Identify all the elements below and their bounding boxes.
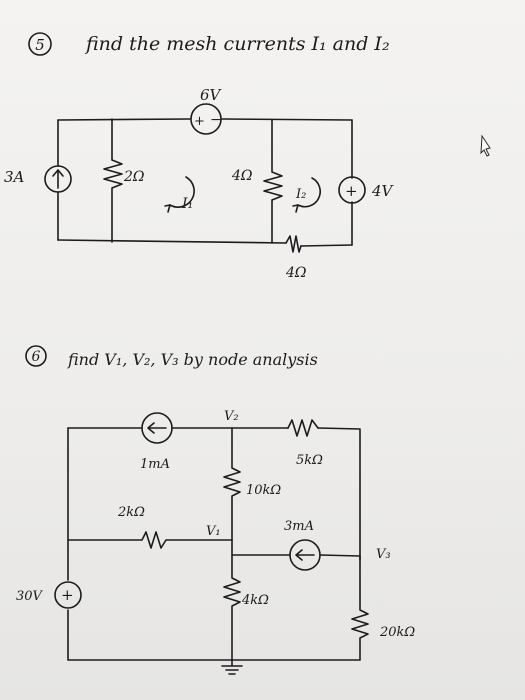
current-source-1ma	[141, 412, 173, 444]
resistor-5k	[287, 419, 319, 437]
resistor-4ohm-bottom	[285, 235, 302, 253]
label-5k: 5kΩ	[296, 453, 323, 468]
problem-5-number-circle	[28, 32, 52, 56]
arrowhead-1	[164, 204, 171, 213]
cursor-icon	[480, 134, 491, 157]
mesh-current-1-arrow	[169, 176, 195, 208]
wire-bottom-left	[57, 239, 287, 244]
label-v1: V₁	[206, 524, 221, 539]
problem-5-instruction: find the mesh currents I₁ and I₂	[84, 33, 390, 55]
plus-sign-4v: +	[345, 182, 358, 200]
left-arrow-icon	[147, 422, 167, 434]
node-circuit: 1mA 5kΩ V₂ 10kΩ + 30V 2kΩ V₁ 3mA V₃ 4kΩ	[16, 409, 415, 675]
label-v2: V₂	[224, 409, 239, 424]
label-1ma: 1mA	[140, 457, 170, 472]
label-30v: 30V	[16, 589, 44, 604]
voltage-source-4v	[338, 176, 366, 204]
problem-6-number-circle	[25, 345, 47, 367]
label-mesh-2: I₂	[295, 187, 306, 202]
label-6v: 6V	[200, 86, 223, 104]
problem-6-number: 6	[32, 349, 41, 365]
label-v3: V₃	[376, 547, 391, 562]
problem-5: 5 find the mesh currents I₁ and I₂	[28, 32, 390, 56]
problem-6: 6 find V₁, V₂, V₃ by node analysis	[25, 345, 318, 369]
resistor-2ohm	[103, 118, 123, 243]
label-3ma: 3mA	[284, 519, 314, 534]
minus-sign: −	[210, 112, 222, 128]
wire-mid	[231, 539, 291, 556]
wire-top-c	[317, 427, 361, 561]
ground-icon	[221, 659, 243, 675]
resistor-10k	[223, 427, 241, 541]
up-arrow-icon	[52, 169, 64, 189]
current-source-3a	[44, 165, 72, 193]
label-2ohm: 2Ω	[123, 169, 145, 185]
wire-top-right	[221, 118, 353, 121]
wire-bottom-right	[300, 244, 353, 247]
label-4k: 4kΩ	[241, 593, 269, 608]
mesh-current-2-arrow	[297, 177, 321, 208]
label-4v: 4V	[371, 182, 395, 200]
problem-5-number: 5	[35, 36, 45, 54]
resistor-4ohm-middle	[263, 119, 283, 244]
resistor-4k	[223, 554, 241, 661]
current-source-3ma	[289, 539, 321, 571]
resistor-20k	[231, 555, 369, 661]
wire-mid-right	[319, 554, 361, 557]
wire-top-left	[57, 118, 191, 121]
left-arrow-icon-3ma	[295, 549, 315, 561]
mesh-circuit: + − 6V 3A + 4V 2Ω 4Ω 4Ω I₁ I₂	[4, 86, 395, 281]
label-20k: 20kΩ	[379, 625, 415, 640]
label-10k: 10kΩ	[246, 483, 281, 498]
label-4ohm-mid: 4Ω	[231, 168, 253, 184]
plus-sign-30v: +	[61, 586, 74, 604]
voltage-source-30v	[54, 581, 82, 609]
resistor-2k	[67, 531, 233, 549]
label-4ohm-bottom: 4Ω	[285, 265, 307, 281]
problem-6-instruction: find V₁, V₂, V₃ by node analysis	[67, 350, 318, 369]
label-3a: 3A	[4, 168, 25, 186]
plus-sign: +	[194, 114, 205, 129]
label-2k: 2kΩ	[117, 505, 145, 520]
wire-left-lower	[67, 609, 233, 661]
arrowhead-2	[292, 204, 299, 213]
voltage-source-6v	[190, 103, 222, 135]
label-mesh-1: I₁	[181, 196, 193, 212]
